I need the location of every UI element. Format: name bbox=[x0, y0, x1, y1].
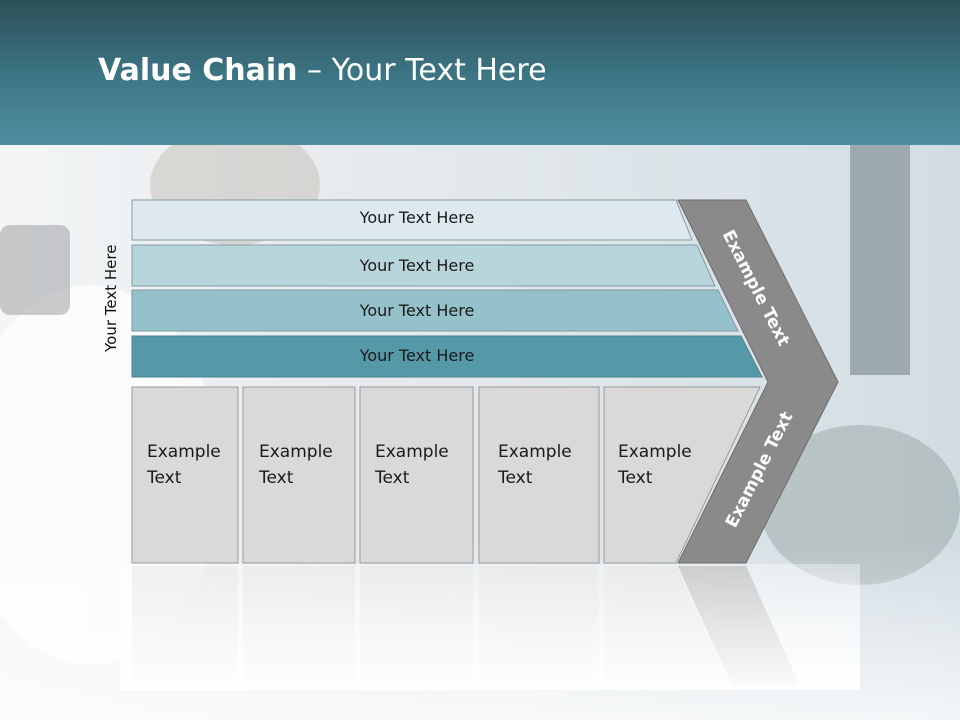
support-row-3 bbox=[131, 289, 739, 332]
support-row-1 bbox=[131, 199, 693, 241]
support-row-4-label: Your Text Here bbox=[359, 346, 475, 365]
chair-shape bbox=[0, 225, 70, 315]
support-row-3-label: Your Text Here bbox=[359, 301, 475, 320]
chevron-shape bbox=[677, 199, 839, 564]
support-row-2 bbox=[131, 244, 716, 287]
primary-cell-1 bbox=[131, 386, 239, 564]
title-bar bbox=[0, 0, 960, 145]
support-row-2-label: Your Text Here bbox=[359, 256, 475, 275]
primary-cell-4 bbox=[478, 386, 600, 564]
monitor-shape bbox=[850, 145, 910, 375]
reflection-fade bbox=[120, 564, 860, 690]
support-row-1-label: Your Text Here bbox=[359, 208, 475, 227]
primary-cell-2 bbox=[242, 386, 356, 564]
title-bold: Value Chain bbox=[98, 53, 298, 88]
primary-cell-3 bbox=[359, 386, 474, 564]
primary-cell-5 bbox=[603, 386, 761, 564]
support-row-4 bbox=[131, 335, 763, 378]
slide-title: Value Chain – Your Text Here bbox=[98, 53, 547, 88]
title-rest: – Your Text Here bbox=[297, 53, 547, 88]
